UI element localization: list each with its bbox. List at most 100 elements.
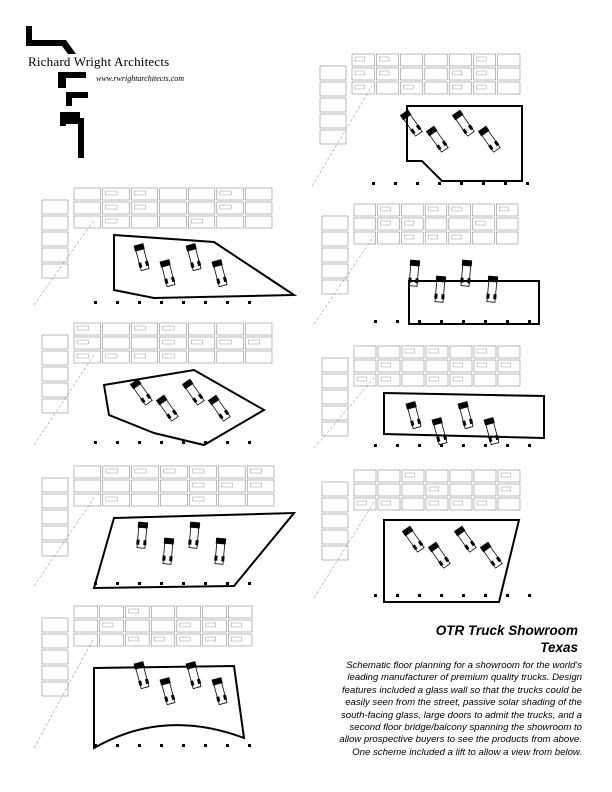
- furniture: [179, 622, 191, 628]
- office-room: [41, 681, 69, 697]
- column: [504, 182, 507, 185]
- column: [396, 444, 399, 447]
- furniture: [133, 190, 146, 196]
- furniture: [249, 482, 262, 488]
- office-room: [401, 359, 425, 373]
- office-room: [41, 665, 69, 681]
- office-room: [448, 67, 472, 81]
- office-room: [202, 605, 227, 619]
- description-line: allow prospective buyers to see the prod…: [339, 734, 582, 746]
- office-room: [401, 469, 425, 483]
- office-room: [41, 231, 69, 247]
- column: [372, 182, 375, 185]
- plan-trapezoid-showroom: [314, 462, 552, 608]
- column: [526, 182, 529, 185]
- office-room: [41, 633, 69, 649]
- furniture: [221, 482, 233, 488]
- office-room: [216, 350, 244, 364]
- truck: [133, 243, 150, 272]
- office-room: [351, 81, 375, 95]
- furniture: [379, 70, 390, 76]
- office-room: [41, 617, 69, 633]
- office-room: [400, 67, 424, 81]
- office-room: [377, 203, 400, 217]
- description-line: Schematic floor planning for a showroom …: [346, 660, 582, 671]
- office-room: [449, 483, 473, 497]
- office-room: [321, 405, 349, 421]
- project-description: Schematic floor planning for a showroom …: [296, 660, 582, 759]
- furniture: [163, 468, 176, 474]
- office-room: [473, 483, 497, 497]
- furniture: [476, 70, 487, 76]
- column: [116, 301, 119, 304]
- floor-plan-drawing: [34, 465, 297, 590]
- office-room: [321, 545, 349, 561]
- furniture: [354, 84, 365, 90]
- office-room: [160, 493, 188, 507]
- furniture: [133, 325, 146, 331]
- description-line: features included a glass wall so that t…: [342, 684, 582, 696]
- furniture: [380, 220, 391, 226]
- column: [440, 444, 443, 447]
- office-room: [401, 497, 425, 511]
- office-room: [401, 345, 425, 359]
- office-room: [73, 215, 101, 229]
- truck: [453, 525, 477, 553]
- furniture: [192, 482, 205, 488]
- column: [182, 582, 185, 585]
- furniture: [354, 70, 365, 76]
- furniture: [428, 376, 439, 382]
- furniture: [500, 362, 511, 368]
- office-room: [319, 81, 347, 97]
- office-room: [353, 373, 377, 387]
- showroom-wall: [113, 233, 298, 300]
- furniture: [500, 472, 511, 478]
- office-room: [131, 465, 159, 479]
- description-line: easily seen from the street, passive sol…: [345, 697, 582, 709]
- truck: [159, 259, 176, 288]
- office-room: [321, 357, 349, 373]
- office-room: [448, 231, 471, 245]
- truck: [457, 401, 474, 430]
- office-room: [351, 67, 375, 81]
- office-room: [448, 217, 471, 231]
- office-room: [400, 53, 424, 67]
- column: [528, 320, 531, 323]
- office-room: [131, 479, 159, 493]
- office-room: [353, 497, 377, 511]
- furniture: [499, 206, 509, 212]
- furniture: [133, 353, 146, 359]
- office-room: [449, 345, 473, 359]
- office-room: [102, 336, 130, 350]
- truck: [136, 521, 149, 549]
- truck: [477, 125, 501, 153]
- office-room: [321, 373, 349, 389]
- office-room: [202, 619, 227, 633]
- column: [440, 594, 443, 597]
- office-room: [449, 359, 473, 373]
- office-room: [377, 497, 401, 511]
- furniture: [356, 500, 367, 506]
- furniture: [192, 496, 205, 502]
- furniture: [231, 622, 242, 628]
- column: [528, 444, 531, 447]
- office-room: [73, 201, 101, 215]
- column: [204, 744, 207, 747]
- column: [528, 594, 531, 597]
- furniture: [105, 468, 118, 474]
- column: [204, 582, 207, 585]
- office-room: [376, 53, 399, 67]
- office-room: [99, 633, 124, 647]
- office-room: [188, 336, 216, 350]
- furniture: [379, 56, 390, 62]
- column: [248, 582, 251, 585]
- furniture: [451, 206, 462, 212]
- furniture: [451, 84, 463, 90]
- furniture: [248, 339, 261, 345]
- plan-corner-showroom: [312, 46, 552, 196]
- office-room: [160, 465, 188, 479]
- office-room: [216, 201, 244, 215]
- office-room: [377, 231, 400, 245]
- column: [416, 182, 419, 185]
- office-room: [321, 529, 349, 545]
